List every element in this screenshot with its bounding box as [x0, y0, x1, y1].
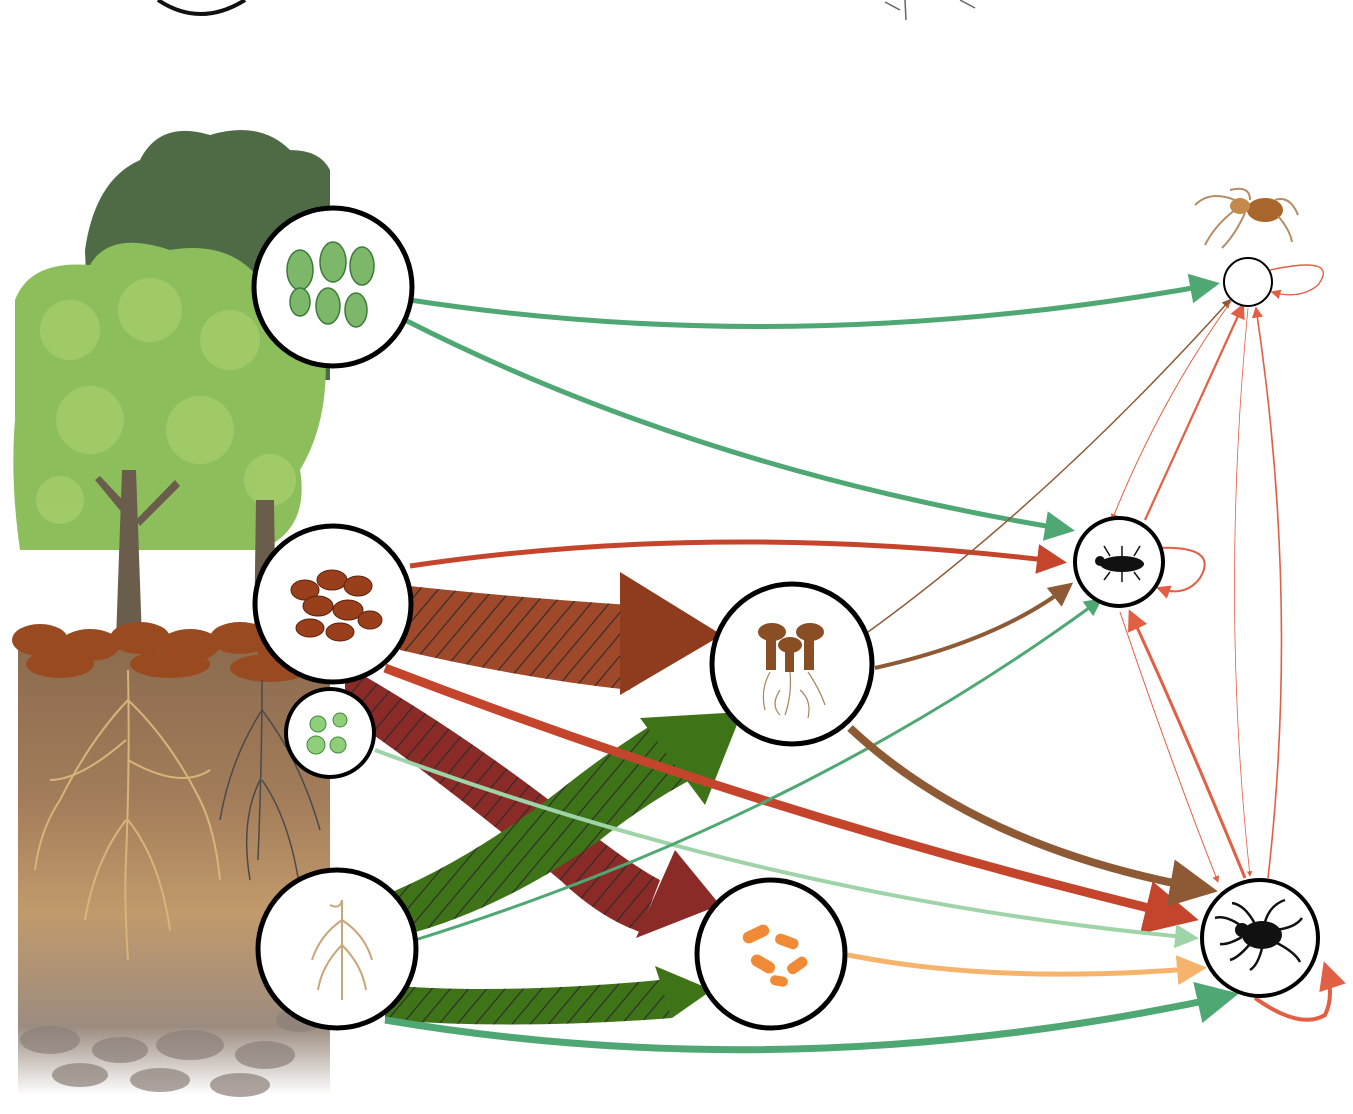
forest-soil-illustration [12, 130, 330, 1097]
mushroom-mycelium-icon [758, 623, 826, 719]
flow-fungi-to-beetles [874, 582, 1074, 670]
beetle-icon [1095, 545, 1144, 582]
plant-roots-icon [311, 899, 373, 1000]
node-bacteria [694, 877, 848, 1031]
flow-algae-to-mites [374, 748, 1199, 949]
node-live-leaves [251, 205, 415, 369]
dark-root-system [219, 679, 321, 891]
flow-litter-to-fungi [400, 572, 722, 695]
flow-leaves-to-beetles [403, 317, 1075, 541]
flow-mites-self-loop [1253, 961, 1346, 1022]
flow-fungi-to-spiders [867, 298, 1232, 633]
flow-spiders-to-mites [1234, 307, 1253, 877]
mite-icon [1214, 898, 1304, 972]
flow-leaves-to-spiders [409, 273, 1220, 329]
flow-roots-to-bacteria [385, 966, 712, 1025]
flow-beetles-self-loop [1154, 546, 1206, 599]
flow-roots-to-mites [384, 982, 1239, 1054]
flow-spiders-to-beetles [1110, 299, 1233, 521]
node-mites [1200, 878, 1320, 998]
root-system [34, 669, 221, 961]
flow-beetles-to-mites [1119, 611, 1220, 883]
node-beetles [1073, 516, 1165, 608]
flow-litter-to-bacteria [345, 665, 720, 938]
green-leaves-icon [286, 241, 375, 328]
flow-lines [374, 264, 1346, 1054]
orange-bacteria-icon [742, 924, 808, 987]
flow-beetles-to-spiders [1144, 302, 1245, 521]
flow-roots-to-fungi [385, 712, 742, 935]
node-spiders [1223, 257, 1273, 307]
node-leaf-litter [252, 523, 414, 685]
green-algae-cells-icon [306, 712, 348, 755]
flow-roots-to-beetles [414, 598, 1103, 942]
flow-litter-to-beetles [409, 539, 1067, 574]
flow-litter-to-mites [383, 663, 1199, 934]
node-roots [255, 867, 419, 1031]
flow-fungi-to-mites [847, 725, 1218, 907]
brown-leaf-litter-icon [290, 569, 383, 642]
flow-spiders-self-loop [1269, 264, 1324, 300]
flow-mites-to-beetles [1128, 609, 1247, 879]
soil-stones [20, 1008, 324, 1097]
spider-icon [1194, 187, 1299, 249]
flow-mites-to-spiders [1251, 306, 1283, 879]
cropped-top-spider-icon [884, 0, 976, 21]
node-algae [284, 687, 376, 779]
light-canopy-texture [36, 278, 296, 524]
node-fungi [709, 581, 875, 747]
cropped-top-node [156, 0, 247, 16]
flow-bacteria-to-mites [847, 952, 1207, 986]
